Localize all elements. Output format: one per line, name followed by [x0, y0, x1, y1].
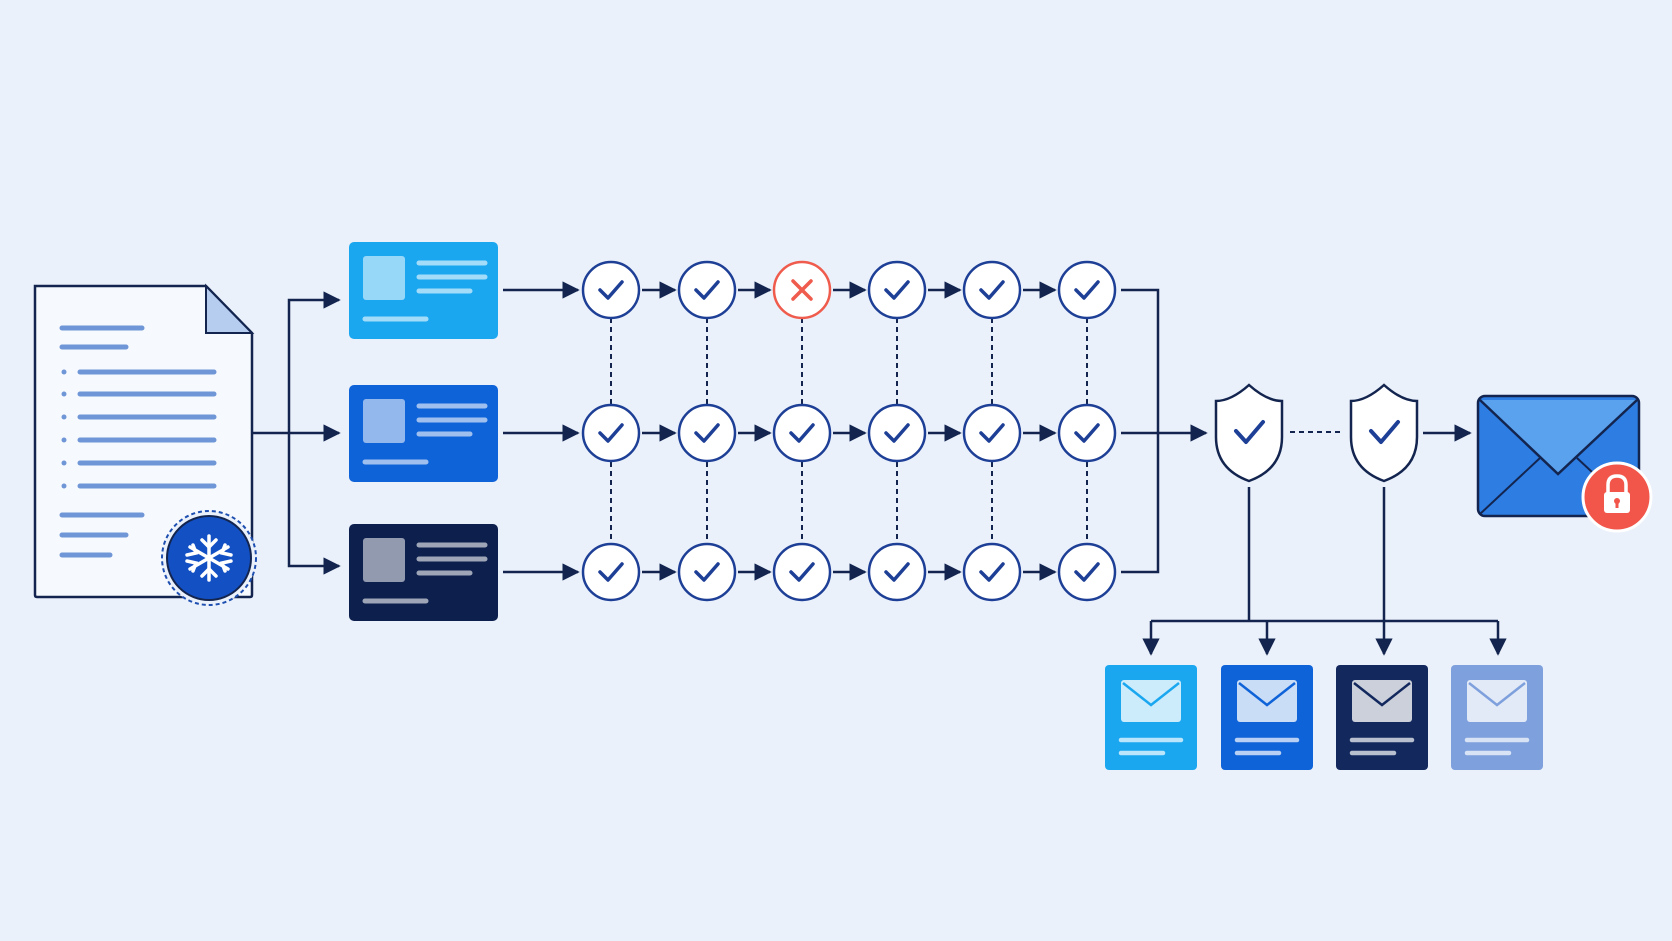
shield-gate-1	[1214, 383, 1284, 483]
output-mid	[1221, 665, 1313, 770]
check-icon	[1074, 562, 1100, 582]
check-icon	[884, 280, 910, 300]
check-node-pass	[581, 403, 641, 463]
check-node-pass	[677, 403, 737, 463]
check-icon	[884, 562, 910, 582]
check-icon	[598, 280, 624, 300]
check-icon	[979, 423, 1005, 443]
check-node-pass	[962, 260, 1022, 320]
output-envelope	[1476, 394, 1653, 533]
check-node-pass	[867, 403, 927, 463]
envelope-icon	[1237, 680, 1297, 722]
variant-mid	[349, 385, 580, 482]
branch-connector	[253, 291, 341, 575]
envelope-icon	[1121, 680, 1181, 722]
check-icon	[1074, 280, 1100, 300]
check-node-pass	[1057, 403, 1117, 463]
envelope-icon	[1352, 680, 1412, 722]
check-icon	[1234, 420, 1265, 444]
shield-check-icon	[1349, 383, 1419, 483]
check-node-fail	[772, 260, 832, 320]
document-bullets	[61, 369, 67, 489]
output-dark	[1336, 665, 1428, 770]
check-icon	[1074, 423, 1100, 443]
check-icon	[979, 562, 1005, 582]
check-icon	[789, 562, 815, 582]
check-icon	[598, 562, 624, 582]
merge-connector	[1121, 288, 1208, 574]
check-node-pass	[867, 260, 927, 320]
check-icon	[694, 423, 720, 443]
document-lines	[59, 325, 217, 558]
envelope-icon	[1467, 680, 1527, 722]
shield-check-icon	[1214, 383, 1284, 483]
output-light	[1105, 665, 1197, 770]
check-icon	[694, 280, 720, 300]
check-node-pass	[677, 542, 737, 602]
check-node-pass	[962, 542, 1022, 602]
check-node-pass	[962, 403, 1022, 463]
shield-gates	[1214, 383, 1419, 483]
image-placeholder-icon	[363, 399, 405, 443]
check-node-pass	[1057, 260, 1117, 320]
snowflake-icon	[185, 534, 233, 582]
check-icon	[598, 423, 624, 443]
x-icon	[791, 279, 813, 301]
lock-icon	[1604, 474, 1630, 513]
document-fold-icon	[205, 283, 255, 334]
check-icon	[884, 423, 910, 443]
image-placeholder-icon	[363, 256, 405, 300]
check-node-pass	[867, 542, 927, 602]
shield-gate-2	[1349, 383, 1419, 483]
check-node-pass	[581, 542, 641, 602]
check-node-pass	[772, 542, 832, 602]
variant-cards	[349, 242, 580, 621]
check-icon	[789, 423, 815, 443]
lock-badge	[1581, 461, 1653, 533]
check-icon	[694, 562, 720, 582]
output-muted	[1451, 665, 1543, 770]
snowflake-badge	[161, 510, 257, 606]
source-document	[33, 283, 257, 606]
check-node-pass	[1057, 542, 1117, 602]
check-node-pass	[677, 260, 737, 320]
check-icon	[1369, 420, 1400, 444]
check-node-pass	[772, 403, 832, 463]
image-placeholder-icon	[363, 538, 405, 582]
distribution-tree	[1142, 487, 1507, 656]
check-node-pass	[581, 260, 641, 320]
variant-dark	[349, 524, 580, 621]
output-cards	[1105, 665, 1543, 770]
check-grid	[581, 260, 1117, 602]
variant-light	[349, 242, 580, 339]
check-icon	[979, 280, 1005, 300]
